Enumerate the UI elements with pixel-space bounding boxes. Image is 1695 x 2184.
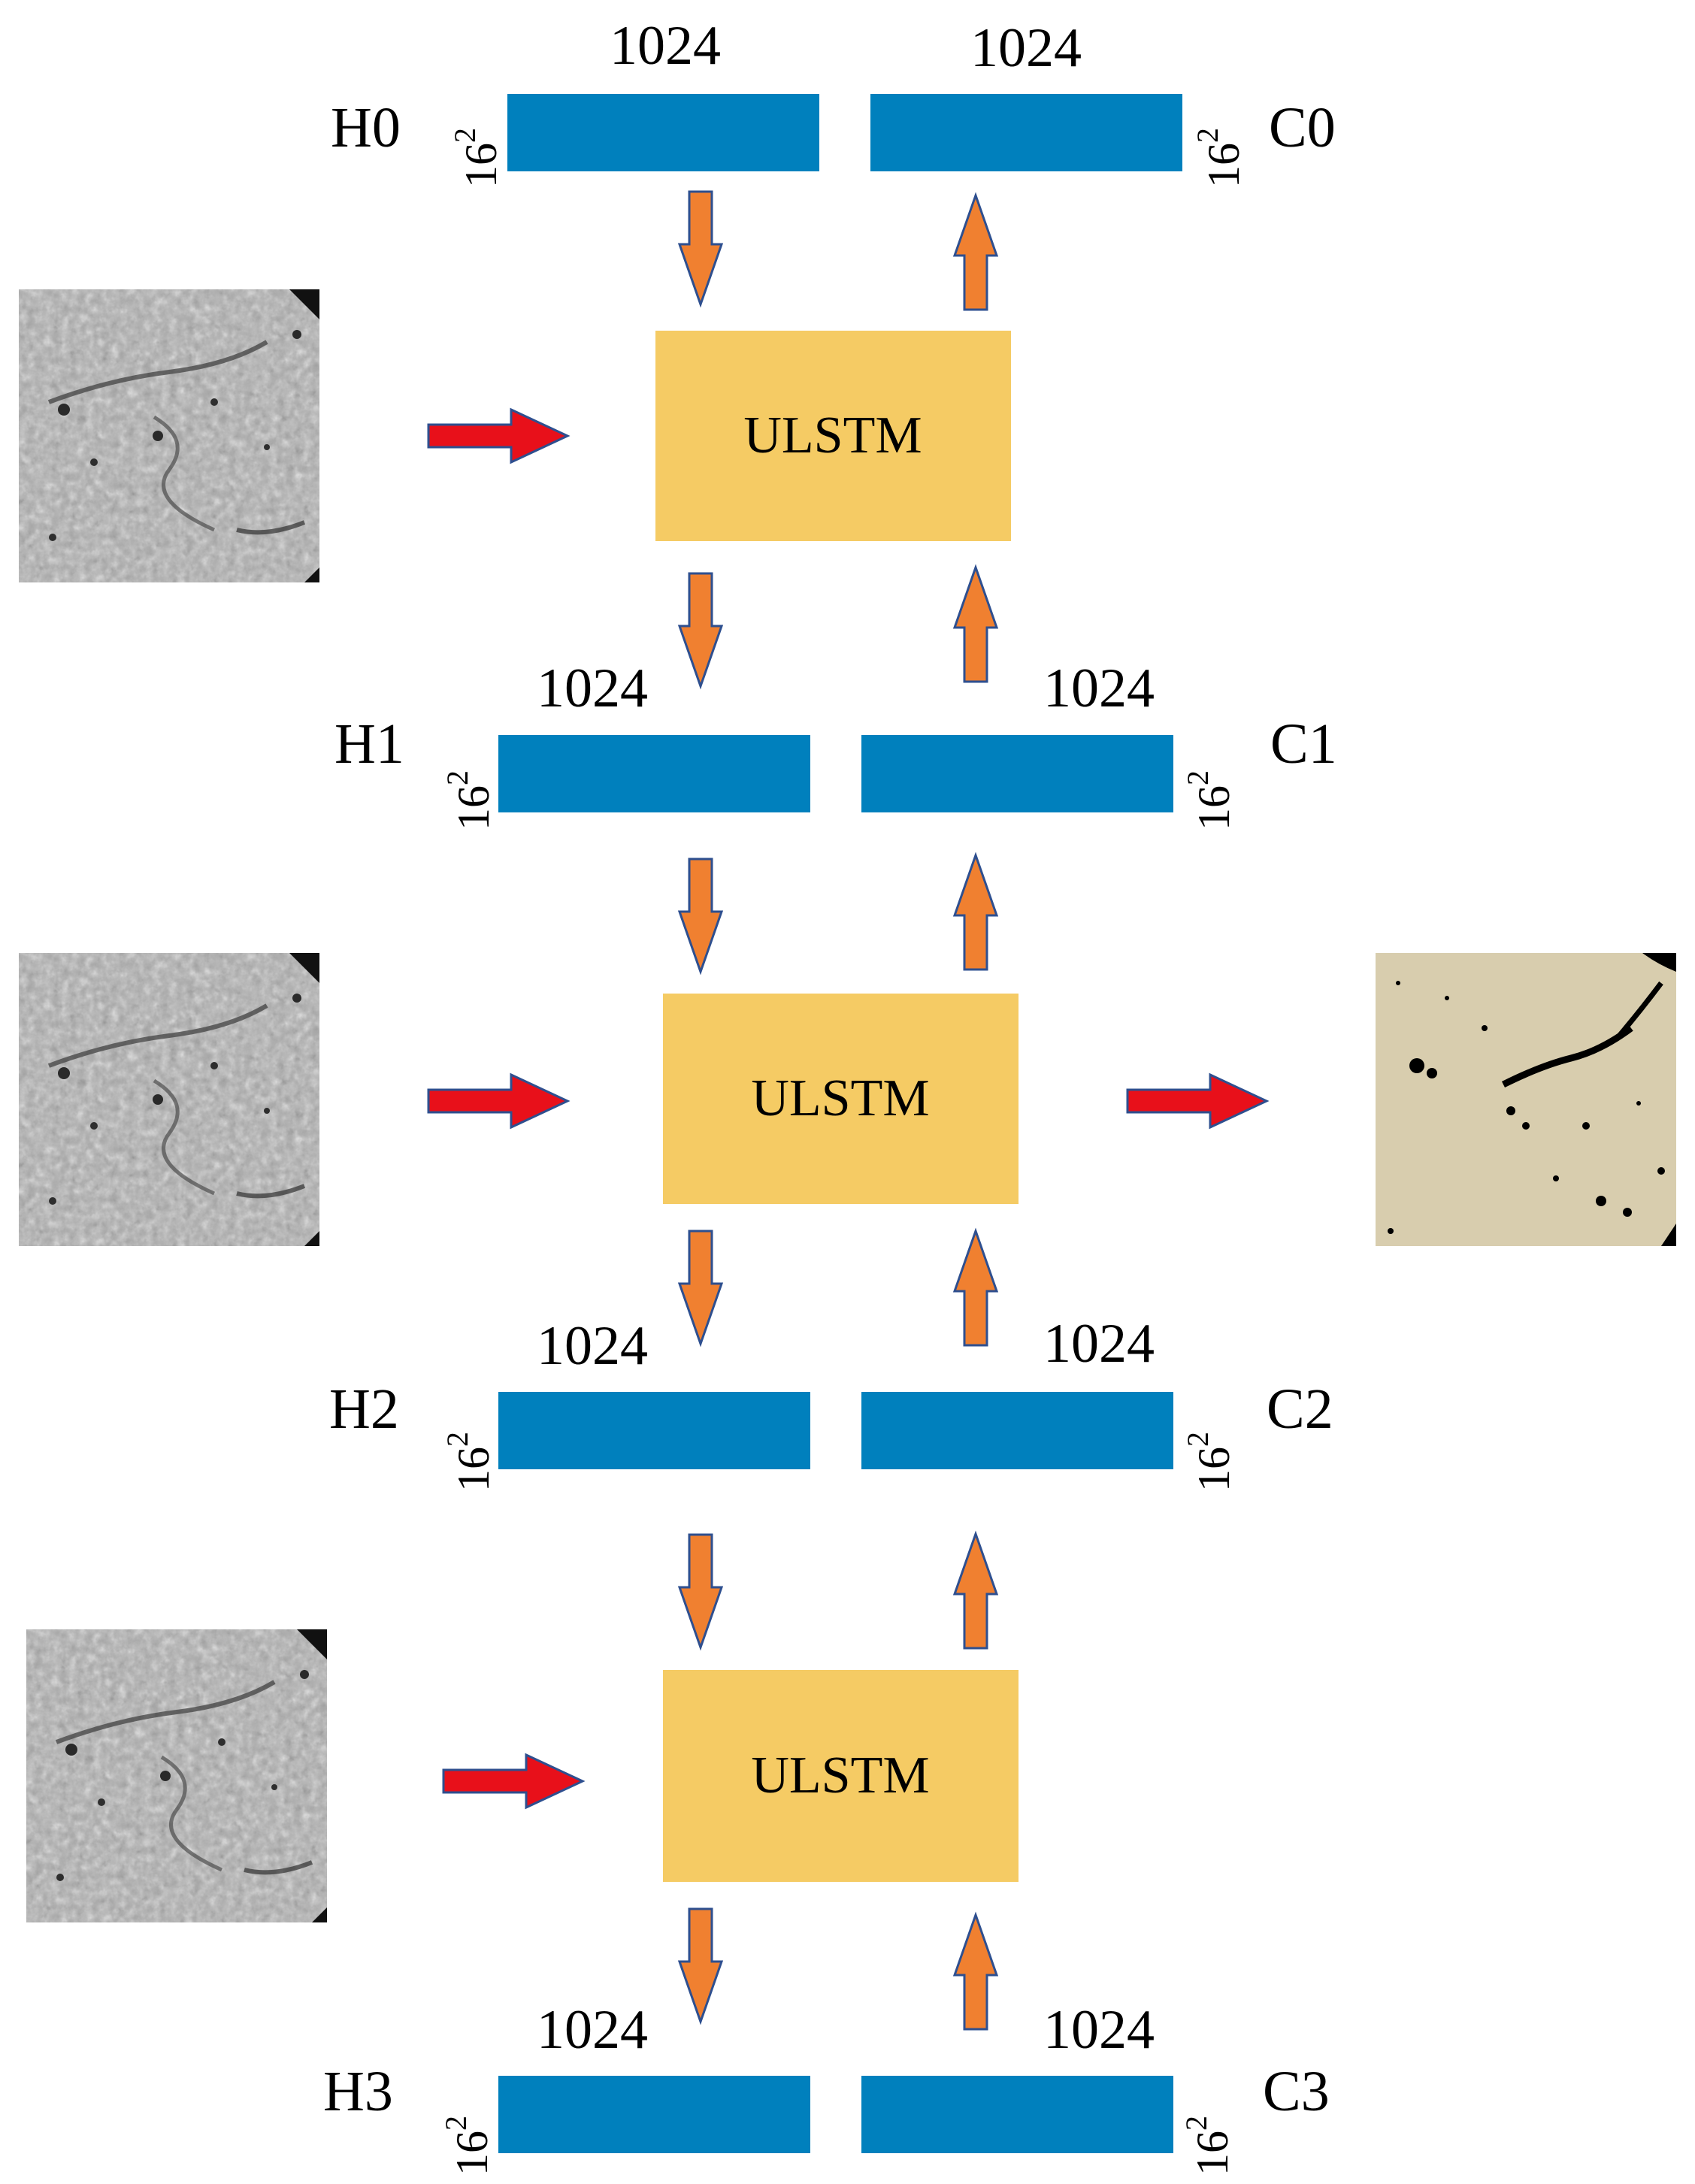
up-arrow-icon (952, 1530, 999, 1650)
input-arrow-icon (427, 1072, 571, 1130)
h1-label: H1 (334, 712, 404, 776)
h2-height-value: 16 (449, 1447, 498, 1492)
h3-label: H3 (323, 2060, 393, 2123)
down-arrow-icon (677, 1907, 724, 2025)
h3-height-exp: 2 (439, 2116, 473, 2131)
svg-text:162: 162 (1179, 2116, 1237, 2176)
c1-label: C1 (1270, 712, 1337, 776)
h3-height-value: 16 (447, 2131, 497, 2176)
c2-height-exp: 2 (1181, 1432, 1215, 1447)
h0-height-label: 162 (448, 128, 506, 188)
h3-width-label: 1024 (537, 1999, 648, 2061)
h2-height-exp: 2 (440, 1432, 474, 1447)
h1-height-exp: 2 (440, 770, 474, 785)
h0-height-value: 16 (456, 143, 506, 188)
h1-tensor-bar (498, 735, 810, 812)
c2-tensor-bar (861, 1392, 1173, 1469)
ulstm-label-2: ULSTM (751, 1069, 929, 1127)
c3-height-value: 16 (1188, 2131, 1237, 2176)
h0-tensor-bar (507, 94, 819, 171)
h1-height-value: 16 (449, 785, 498, 830)
h2-label: H2 (329, 1378, 399, 1441)
c2-width-label: 1024 (1043, 1313, 1155, 1375)
h2-width-label: 1024 (537, 1315, 648, 1377)
h2-tensor-bar (498, 1392, 810, 1469)
svg-text:162: 162 (1181, 770, 1239, 830)
svg-text:162: 162 (1181, 1432, 1239, 1492)
c0-height-exp: 2 (1191, 128, 1224, 143)
svg-text:162: 162 (439, 2116, 497, 2176)
c1-width-label: 1024 (1043, 658, 1155, 719)
input-image-1 (19, 289, 319, 582)
h0-label: H0 (331, 96, 401, 159)
svg-text:162: 162 (440, 1432, 498, 1492)
up-arrow-icon (952, 1911, 999, 2031)
c2-height-label: 162 (1181, 1432, 1239, 1492)
svg-text:162: 162 (448, 128, 506, 188)
input-arrow-icon (427, 407, 571, 464)
h2-height-label: 162 (440, 1432, 498, 1492)
row-3: H3 162 1024 1024 162 C3 (323, 1999, 1330, 2176)
ulstm-label-1: ULSTM (743, 407, 922, 464)
up-arrow-icon (952, 192, 999, 311)
ulstm-box-2 (663, 994, 1019, 1204)
c2-label: C2 (1267, 1378, 1333, 1441)
down-arrow-icon (677, 572, 724, 690)
h0-width-label: 1024 (610, 15, 721, 77)
h0-height-exp: 2 (448, 128, 482, 143)
input-arrow-icon (442, 1753, 586, 1810)
svg-text:162: 162 (1191, 128, 1249, 188)
row-2: H2 162 1024 1024 162 C2 (329, 1313, 1333, 1492)
h3-height-label: 162 (439, 2116, 497, 2176)
ulstm-label-3: ULSTM (751, 1747, 929, 1804)
c0-label: C0 (1269, 96, 1336, 159)
h1-height-label: 162 (440, 770, 498, 830)
down-arrow-icon (677, 1533, 724, 1651)
c1-height-value: 16 (1189, 785, 1239, 830)
c1-tensor-bar (861, 735, 1173, 812)
down-arrow-icon (677, 1230, 724, 1348)
svg-text:162: 162 (440, 770, 498, 830)
h1-width-label: 1024 (537, 658, 648, 719)
c0-height-label: 162 (1191, 128, 1249, 188)
h3-tensor-bar (498, 2076, 810, 2153)
c0-tensor-bar (870, 94, 1182, 171)
c3-label: C3 (1263, 2060, 1330, 2123)
row-0: H0 162 1024 1024 162 C0 (331, 15, 1336, 188)
output-arrow-icon (1126, 1072, 1270, 1130)
row-1: H1 162 1024 1024 162 C1 (334, 658, 1337, 830)
input-image-3 (26, 1629, 327, 1922)
output-image (1376, 953, 1676, 1246)
input-image-2 (19, 953, 319, 1246)
c3-tensor-bar (861, 2076, 1173, 2153)
c3-height-label: 162 (1179, 2116, 1237, 2176)
up-arrow-icon (952, 852, 999, 971)
up-arrow-icon (952, 1227, 999, 1347)
c3-height-exp: 2 (1179, 2116, 1213, 2131)
down-arrow-icon (677, 190, 724, 308)
c1-height-label: 162 (1181, 770, 1239, 830)
c2-height-value: 16 (1189, 1447, 1239, 1492)
c3-width-label: 1024 (1043, 1999, 1155, 2061)
c0-width-label: 1024 (970, 17, 1082, 79)
c1-height-exp: 2 (1181, 770, 1215, 785)
c0-height-value: 16 (1199, 143, 1249, 188)
up-arrow-icon (952, 564, 999, 683)
ulstm-box-3 (663, 1670, 1019, 1882)
ulstm-box-1 (655, 331, 1011, 541)
down-arrow-icon (677, 858, 724, 976)
